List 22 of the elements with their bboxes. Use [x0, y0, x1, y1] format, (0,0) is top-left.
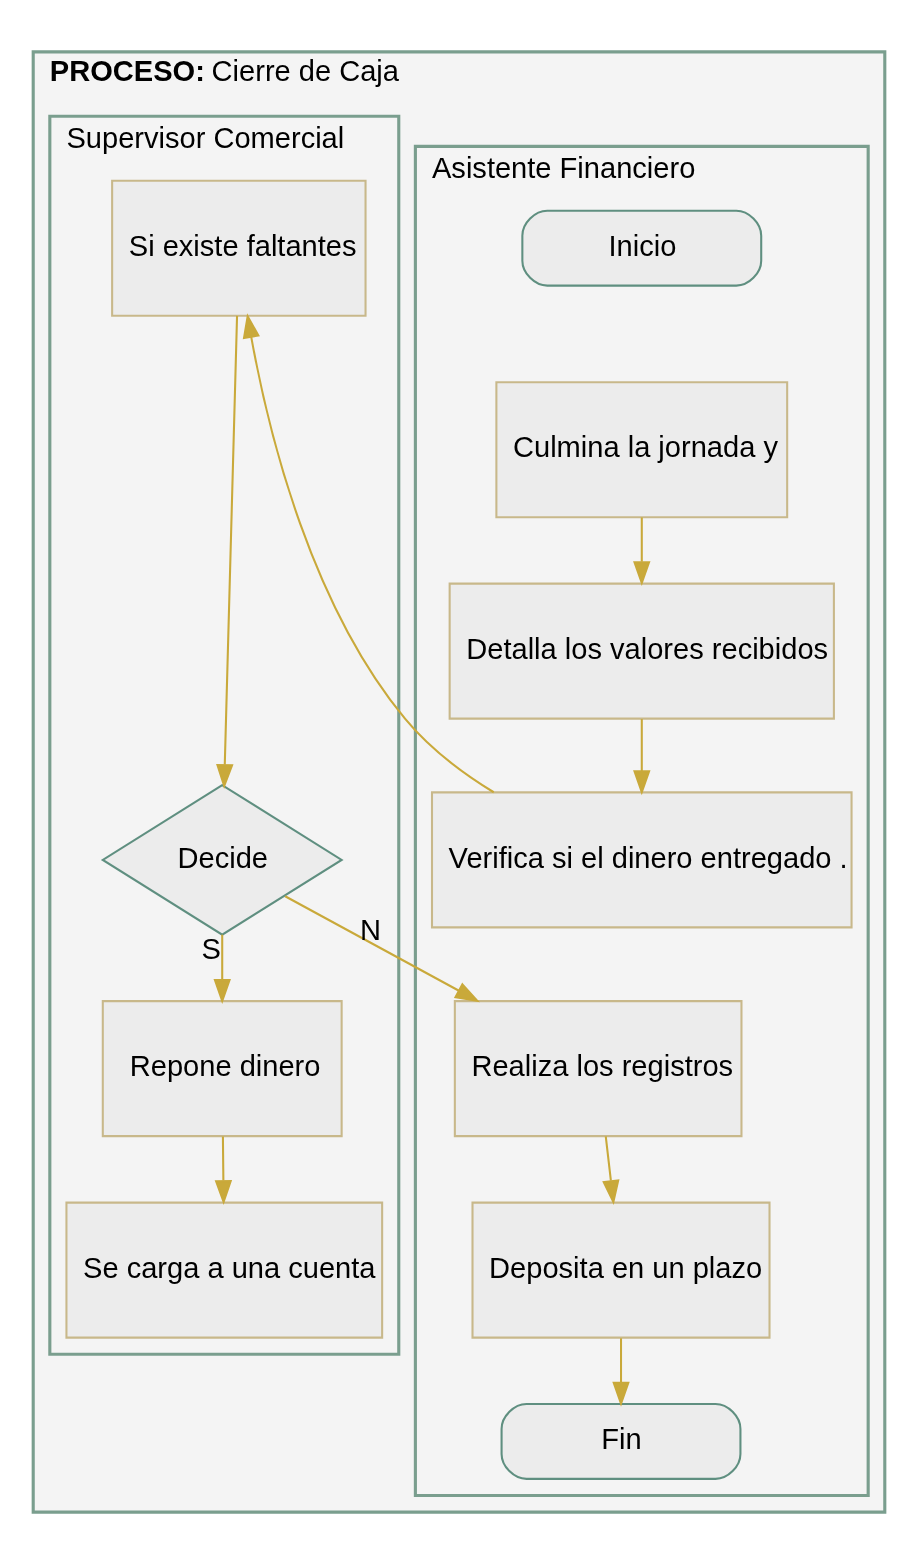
arrow	[612, 1338, 630, 1407]
node-box: Culmina la jornada y	[495, 381, 789, 519]
node-box: Repone dinero	[101, 1000, 343, 1138]
arrow	[216, 315, 239, 790]
arrow	[602, 1136, 620, 1206]
node-box: Se carga a una cuenta	[65, 1201, 384, 1339]
node-box: Inicio	[521, 209, 763, 287]
edge-label: S	[201, 933, 221, 966]
node-box: Si existe faltantes	[111, 179, 367, 317]
node-box: Deposita en un plazo	[471, 1201, 771, 1339]
node-box: Realiza los registros	[453, 1000, 743, 1138]
arrow	[214, 1136, 233, 1206]
arrow	[213, 934, 231, 1005]
edge-label: N	[360, 914, 382, 947]
arrow	[633, 517, 651, 587]
arrow	[242, 313, 495, 794]
node-box: Fin	[500, 1403, 742, 1480]
node-box: Verifica si el dinero entregado .	[430, 791, 853, 929]
node-diamond: Decide	[100, 783, 344, 936]
arrow	[284, 895, 480, 1003]
node-box: Detalla los valores recibidos	[448, 582, 835, 720]
arrow	[633, 719, 651, 796]
